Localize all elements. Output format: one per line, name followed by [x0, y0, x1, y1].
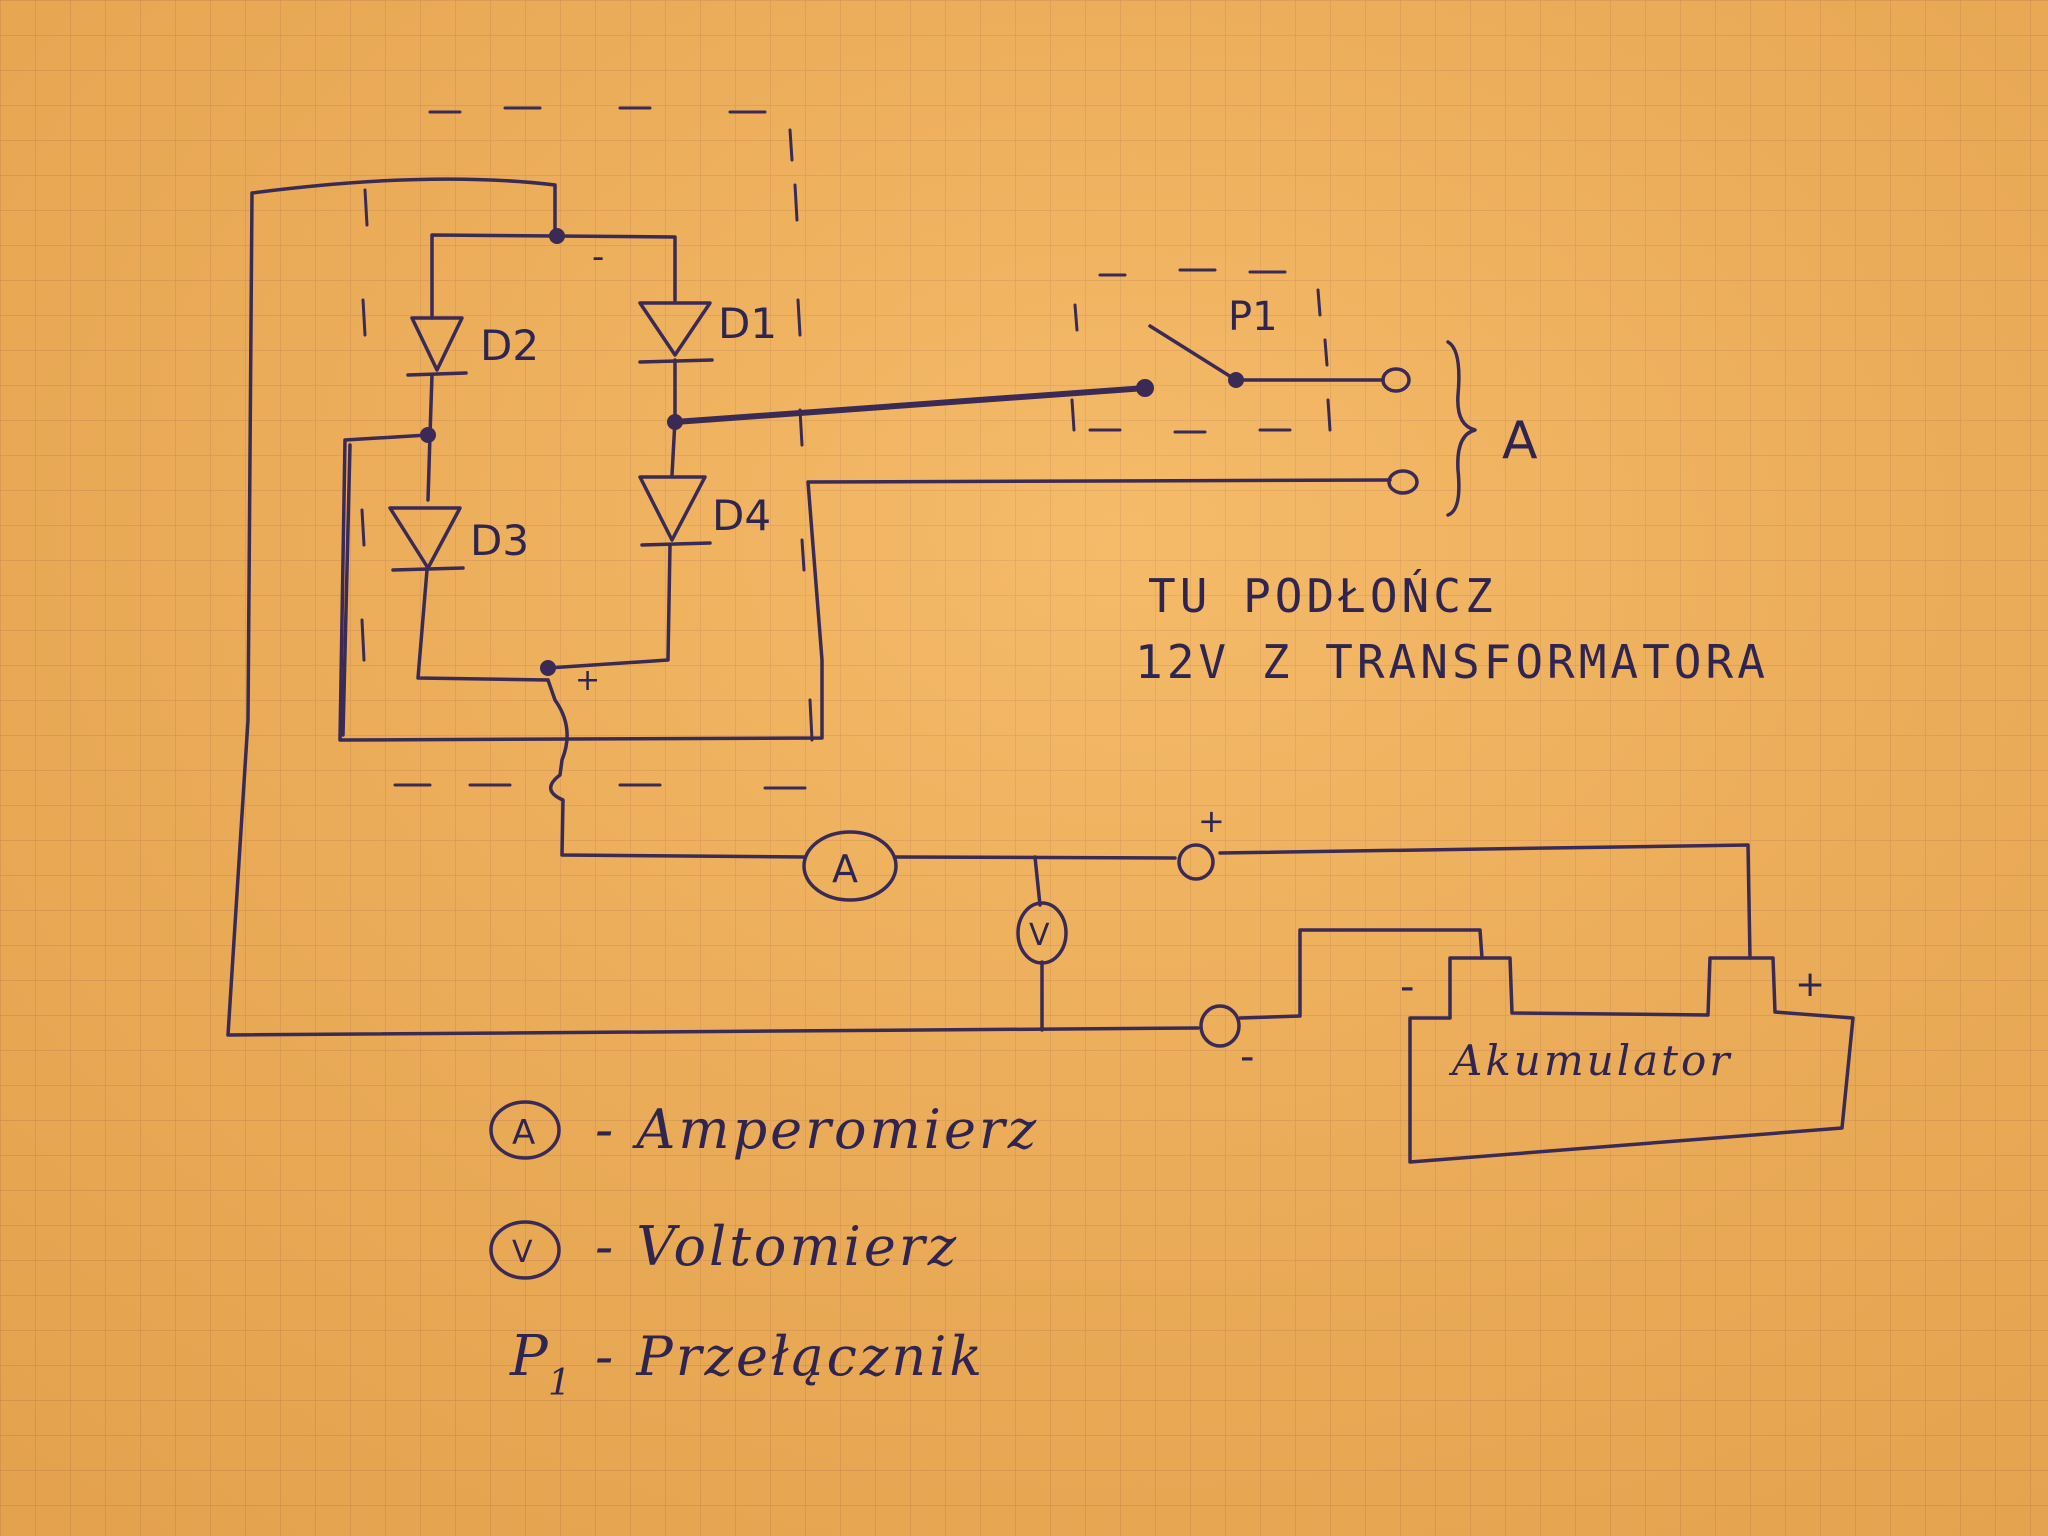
legend-switch-subscript: 1 [548, 1363, 574, 1404]
legend-symbols [489, 1100, 561, 1280]
junction-dots [420, 228, 1244, 676]
diode-d1 [638, 301, 714, 364]
battery-plus-sign: + [1795, 964, 1825, 1005]
legend-voltmeter-text: - Voltomierz [595, 1215, 959, 1278]
diode-d2 [406, 316, 468, 377]
note-line-1: TU PODŁOŃCZ [1148, 569, 1497, 623]
output-minus-sign: - [1240, 1034, 1254, 1080]
bridge-plus-sign: + [575, 663, 600, 698]
bridge-minus-sign: - [592, 237, 604, 277]
ammeter-symbol [802, 830, 898, 902]
legend-switch-text: - Przełącznik [595, 1325, 985, 1388]
ac-input-wire-2 [338, 433, 1392, 742]
voltmeter-label: V [1029, 918, 1050, 953]
negative-return-wire [226, 177, 1200, 1037]
ac-input-wire-1 [672, 385, 1148, 425]
note-line-2: 12V Z TRANSFORMATORA [1135, 635, 1769, 689]
label-d2: D2 [480, 321, 539, 370]
legend-voltmeter-symbol: V [512, 1235, 533, 1270]
switch-enclosure-dashes [1070, 268, 1332, 434]
label-d3: D3 [470, 516, 529, 565]
positive-output-wire [546, 678, 807, 859]
wires [226, 177, 1752, 1037]
label-switch-p1: P1 [1228, 294, 1278, 340]
ammeter-label: A [832, 847, 858, 891]
voltmeter-symbol [1016, 901, 1068, 965]
battery-label: Akumulator [1448, 1036, 1732, 1085]
legend-switch-symbol: P [509, 1324, 551, 1389]
battery-symbol [1408, 956, 1855, 1164]
switch-blade [1148, 324, 1238, 382]
diode-d3 [388, 506, 465, 572]
label-d4: D4 [712, 491, 771, 540]
label-d1: D1 [718, 299, 777, 348]
legend-ammeter-text: - Amperomierz [595, 1098, 1039, 1161]
legend-ammeter-symbol: A [512, 1113, 535, 1153]
bridge-enclosure-dashes [360, 106, 814, 790]
input-brace [1446, 340, 1477, 517]
diode-d4 [638, 475, 712, 547]
battery-minus-sign: - [1400, 964, 1414, 1010]
output-plus-sign: + [1198, 802, 1225, 840]
input-terminals [1381, 340, 1477, 517]
label-input-a: A [1502, 411, 1538, 471]
output-terminals [1177, 843, 1241, 1048]
